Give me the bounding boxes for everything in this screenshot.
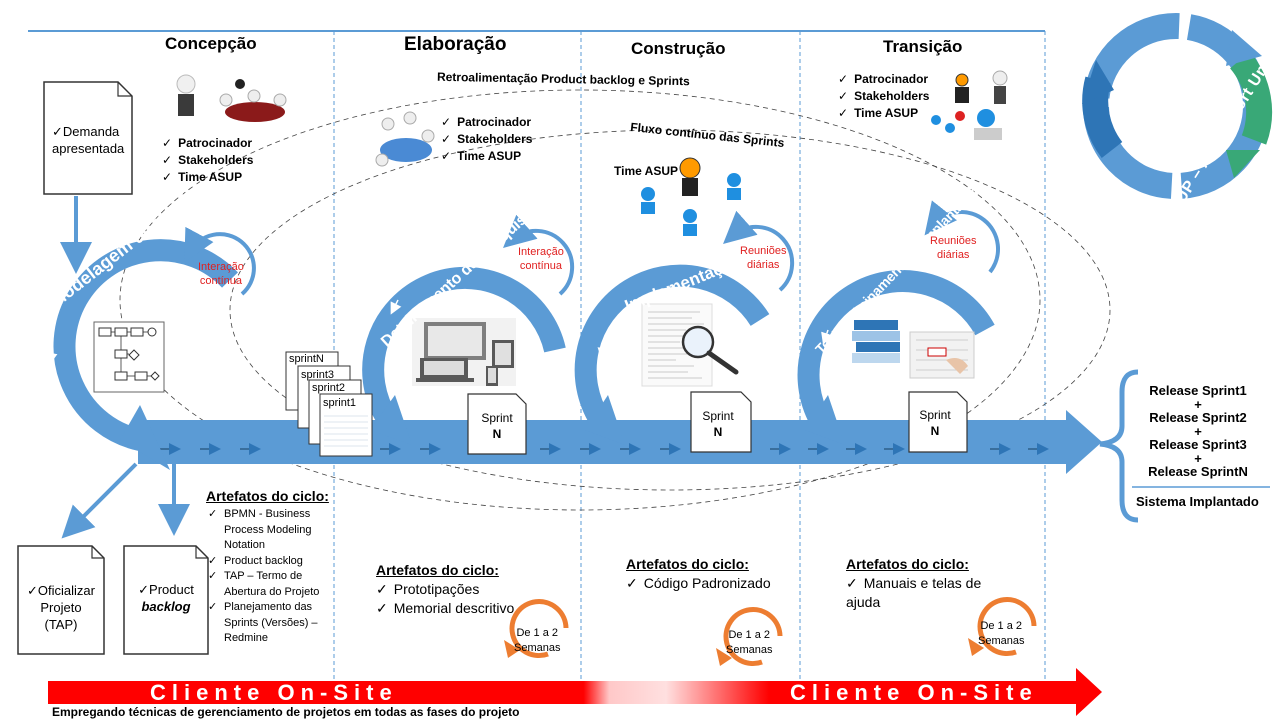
code-magnifier-illustration xyxy=(641,303,739,387)
people-item: Time ASUP xyxy=(162,169,253,186)
people-item: Patrocinador xyxy=(162,135,253,152)
sprint-stack-label: sprintN xyxy=(289,353,324,365)
phase-construcao-title: Construção xyxy=(631,39,726,58)
bpmn-diagram xyxy=(93,321,165,393)
asup-logo-cycle xyxy=(1082,13,1273,199)
interaction-loops xyxy=(184,200,1001,296)
sprint-stack-label: sprint3 xyxy=(301,369,335,381)
elaboracao-people: Patrocinador Stakeholders Time ASUP xyxy=(441,114,532,165)
people-item: Stakeholders xyxy=(838,88,929,105)
transicao-people: Patrocinador Stakeholders Time ASUP xyxy=(838,71,929,122)
sprint-n-docs xyxy=(467,391,968,455)
artifacts-title-transicao: Artefatos do ciclo: xyxy=(846,556,969,572)
artifact-item: Prototipações xyxy=(376,580,514,599)
concepcao-people: Patrocinador Stakeholders Time ASUP xyxy=(162,135,253,186)
artifact-item: Planejamento das Sprints (Versões) – Red… xyxy=(208,600,338,647)
books-bug-illustration xyxy=(852,320,975,379)
artifact-item: Memorial descritivo xyxy=(376,599,515,618)
people-illustrations xyxy=(176,70,1008,236)
retro-loop xyxy=(119,89,1041,511)
sprint-stack-label: sprint2 xyxy=(312,382,346,394)
cliente-onsite-right: Cliente On-Site xyxy=(790,680,1038,705)
people-item: Time ASUP xyxy=(441,148,532,165)
artifact-item: Manuais e telas de ajuda xyxy=(846,574,996,612)
artifacts-concepcao-list: BPMN - Business Process Modeling Notatio… xyxy=(208,507,338,647)
people-item: Time ASUP xyxy=(838,105,929,122)
cliente-onsite-left: Cliente On-Site xyxy=(150,680,398,705)
phase-concepcao-title: Concepção xyxy=(165,34,257,53)
oficializar-doc-text: ✓Oficializar Projeto (TAP) xyxy=(27,583,95,632)
release-bracket xyxy=(1099,369,1139,523)
sprint-stack-label: sprint1 xyxy=(323,397,357,409)
people-item: Stakeholders xyxy=(441,131,532,148)
time-asup-label: Time ASUP xyxy=(614,164,679,178)
cycle-arcs xyxy=(53,239,995,451)
artifacts-transicao-list: Manuais e telas de ajuda xyxy=(846,574,996,612)
cliente-onsite-arrow xyxy=(48,668,1102,716)
artifact-item: Product backlog xyxy=(208,554,338,570)
demanda-text: ✓Demanda apresentada xyxy=(52,124,125,156)
people-item: Patrocinador xyxy=(441,114,532,131)
phase-elaboracao-title: Elaboração xyxy=(404,34,507,55)
phase-transicao-title: Transição xyxy=(883,37,963,56)
releases-list: Release Sprint1 + Release Sprint2 + Rele… xyxy=(1148,383,1248,479)
people-item: Stakeholders xyxy=(162,152,253,169)
artifacts-title-elaboracao: Artefatos do ciclo: xyxy=(376,562,499,578)
artifact-item: BPMN - Business Process Modeling Notatio… xyxy=(208,507,338,554)
sprint-stack xyxy=(285,351,373,457)
people-item: Patrocinador xyxy=(838,71,929,88)
demanda-document-shape xyxy=(43,81,133,195)
artifacts-title-construcao: Artefatos do ciclo: xyxy=(626,556,749,572)
fluxo-loop xyxy=(229,129,1111,491)
artifacts-construcao-list: Código Padronizado xyxy=(626,574,771,593)
artifact-item: TAP – Termo de Abertura do Projeto xyxy=(208,569,338,600)
product-backlog-doc-text: ✓Product backlog xyxy=(138,582,194,614)
devices-illustration xyxy=(412,318,516,386)
artifacts-elaboracao-list: Prototipações Memorial descritivo xyxy=(376,580,515,618)
artifacts-title-concepcao: Artefatos do ciclo: xyxy=(206,488,329,504)
sistema-implantado: Sistema Implantado xyxy=(1136,494,1259,509)
footer-note: Empregando técnicas de gerenciamento de … xyxy=(52,705,520,719)
bottom-docs xyxy=(17,545,209,655)
artifact-item: Código Padronizado xyxy=(626,574,771,593)
